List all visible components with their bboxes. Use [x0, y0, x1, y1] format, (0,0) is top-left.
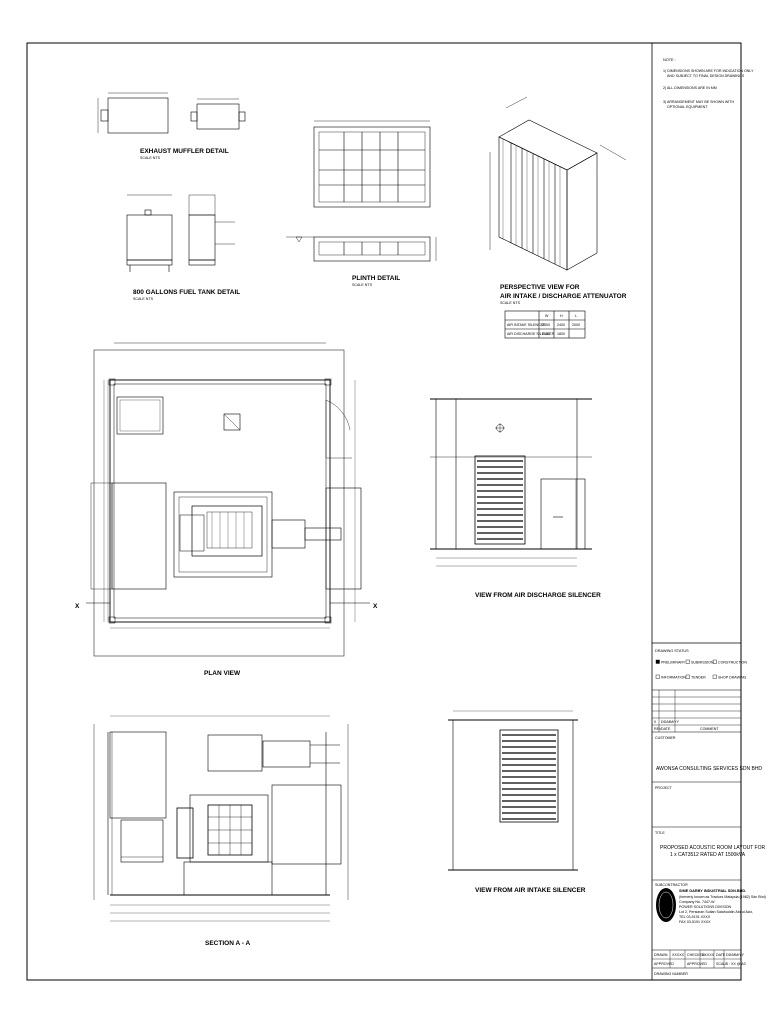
- perspective-title-2: AIR INTAKE / DISCHARGE ATTENUATOR: [500, 293, 627, 300]
- exhaust-muffler-detail: EXHAUST MUFFLER DETAIL SCALE NTS: [97, 92, 246, 160]
- supplier-line: POWER SOLUTIONS DIVISION: [679, 905, 732, 909]
- supplier-line: Company No. 7447-W: [679, 900, 715, 904]
- project-label: PROJECT: [655, 786, 673, 790]
- notes-block: NOTE : 1) DIMENSIONS SHOWN ARE FOR INDIC…: [663, 58, 754, 109]
- revision-header: COMMENT: [700, 727, 719, 731]
- note-line: 3) ARRANGEMENT MAY BE SHOWN WITH: [663, 100, 734, 104]
- status-label: PRELIMINARY: [661, 661, 686, 665]
- section-marker-left: X: [75, 603, 80, 610]
- sign-cell: DRAWN: [654, 953, 668, 957]
- discharge-view: VIEW FROM AIR DISCHARGE SILENCER: [430, 398, 601, 599]
- supplier-name: SIME DARBY INDUSTRIAL SDN.BHD.: [679, 889, 746, 893]
- status-label: CONSTRUCTION: [718, 661, 747, 665]
- intake-view: VIEW FROM AIR INTAKE SILENCER: [448, 710, 586, 894]
- perspective-title-1: PERSPECTIVE VIEW FOR: [500, 284, 580, 291]
- supplier-line: Lot 2, Persiaran Sultan Salahuddin Abdul…: [679, 910, 753, 914]
- supplier-line: FAX 03-5191 XXXX: [679, 920, 711, 924]
- drawing-title-1: PROPOSED ACOUSTIC ROOM LAYOUT FOR: [660, 845, 765, 851]
- plinth-title: PLINTH DETAIL: [352, 275, 400, 282]
- status-label: INFORMATION: [661, 676, 686, 680]
- revision-no: 0: [654, 720, 656, 724]
- status-checkboxes: [655, 659, 717, 679]
- attenuator-table: W H L AIR INTAKE SILENCER 2100 2400 2000…: [504, 310, 586, 339]
- sign-cell: XXXXX: [702, 953, 715, 957]
- section-marker-right: X: [373, 603, 378, 610]
- table-cell: 2400: [557, 323, 565, 327]
- supplier-label: SUBCONTRACTOR: [655, 883, 688, 887]
- table-header: H: [560, 314, 563, 318]
- status-label: SUBMISSION: [691, 661, 714, 665]
- revision-date: DD/MM/YY: [661, 720, 680, 724]
- section-a-a: SECTION A - A: [93, 715, 349, 947]
- table-cell: 2100: [542, 332, 550, 336]
- plinth-detail: PLINTH DETAIL SCALE NTS: [286, 120, 437, 287]
- plan-view-title: PLAN VIEW: [204, 670, 241, 677]
- discharge-view-title: VIEW FROM AIR DISCHARGE SILENCER: [475, 592, 601, 599]
- revision-header: DATE: [661, 727, 671, 731]
- sign-cell: APPROVED: [654, 962, 674, 966]
- plan-view: X X PLAN VIEW: [75, 342, 378, 677]
- drawing-status-header: DRAWING STATUS: [655, 649, 689, 653]
- note-line: OPTIONAL EQUIPMENT: [667, 105, 708, 109]
- sign-cell: APPROVED: [687, 962, 707, 966]
- fuel-tank-detail: 800 GALLONS FUEL TANK DETAIL SCALE NTS: [126, 194, 240, 301]
- note-line: 2) ALL DIMENSIONS ARE IN MM: [663, 86, 717, 90]
- perspective-scale: SCALE NTS: [500, 301, 521, 305]
- fuel-tank-scale: SCALE NTS: [133, 297, 154, 301]
- customer-label: CUSTOMER: [655, 736, 676, 740]
- table-cell: 1800: [557, 332, 565, 336]
- table-header: L: [575, 314, 577, 318]
- company-logo: [656, 888, 676, 922]
- muffler-scale: SCALE NTS: [140, 156, 161, 160]
- sign-cell: CHECKED: [687, 953, 705, 957]
- table-cell: 2000: [572, 323, 580, 327]
- title-label: TITLE: [655, 831, 665, 835]
- status-label: SHOP DRAWING: [718, 676, 747, 680]
- sign-cell: DD/MM/YY: [726, 953, 745, 957]
- intake-view-title: VIEW FROM AIR INTAKE SILENCER: [475, 887, 586, 894]
- sign-cell: DATE: [716, 953, 726, 957]
- sheet-border: [26, 42, 742, 981]
- fuel-tank-title: 800 GALLONS FUEL TANK DETAIL: [133, 289, 240, 296]
- table-cell: AIR DISCHARGE SILENCER: [507, 332, 555, 336]
- status-label: TENDER: [691, 676, 706, 680]
- note-line: 1) DIMENSIONS SHOWN ARE FOR INDICATION O…: [663, 69, 754, 73]
- section-title: SECTION A - A: [205, 940, 250, 947]
- drawing-title-2: 1 x CAT3512 RATED AT 1500kVA: [670, 852, 746, 858]
- sign-cell: 1 : XX @ A3: [726, 962, 746, 966]
- sign-cell: SCALE: [716, 962, 728, 966]
- title-block: DRAWING STATUS PRELIMINARY SUBMISSION CO…: [652, 642, 766, 976]
- note-line: AND SUBJECT TO FINAL DESIGN DRAWINGS: [667, 74, 745, 78]
- supplier-line: (formerly known as Tractors Malaysia (19…: [679, 895, 766, 899]
- table-cell: 2100: [542, 323, 550, 327]
- revision-header: REV: [654, 727, 662, 731]
- drawing-number-label: DRAWING NUMBER: [654, 972, 688, 976]
- notes-title: NOTE :: [663, 58, 676, 62]
- table-header: W: [545, 314, 549, 318]
- plinth-scale: SCALE NTS: [352, 283, 373, 287]
- customer-name: AWONSA CONSULTING SERVICES SDN BHD: [656, 766, 762, 772]
- muffler-title: EXHAUST MUFFLER DETAIL: [140, 148, 229, 155]
- attenuator-perspective: PERSPECTIVE VIEW FOR AIR INTAKE / DISCHA…: [489, 96, 627, 305]
- supplier-line: TEL 03-5191 XXXX: [679, 915, 711, 919]
- sign-cell: XXXXX: [672, 953, 685, 957]
- table-cell: AIR INTAKE SILENCER: [507, 323, 546, 327]
